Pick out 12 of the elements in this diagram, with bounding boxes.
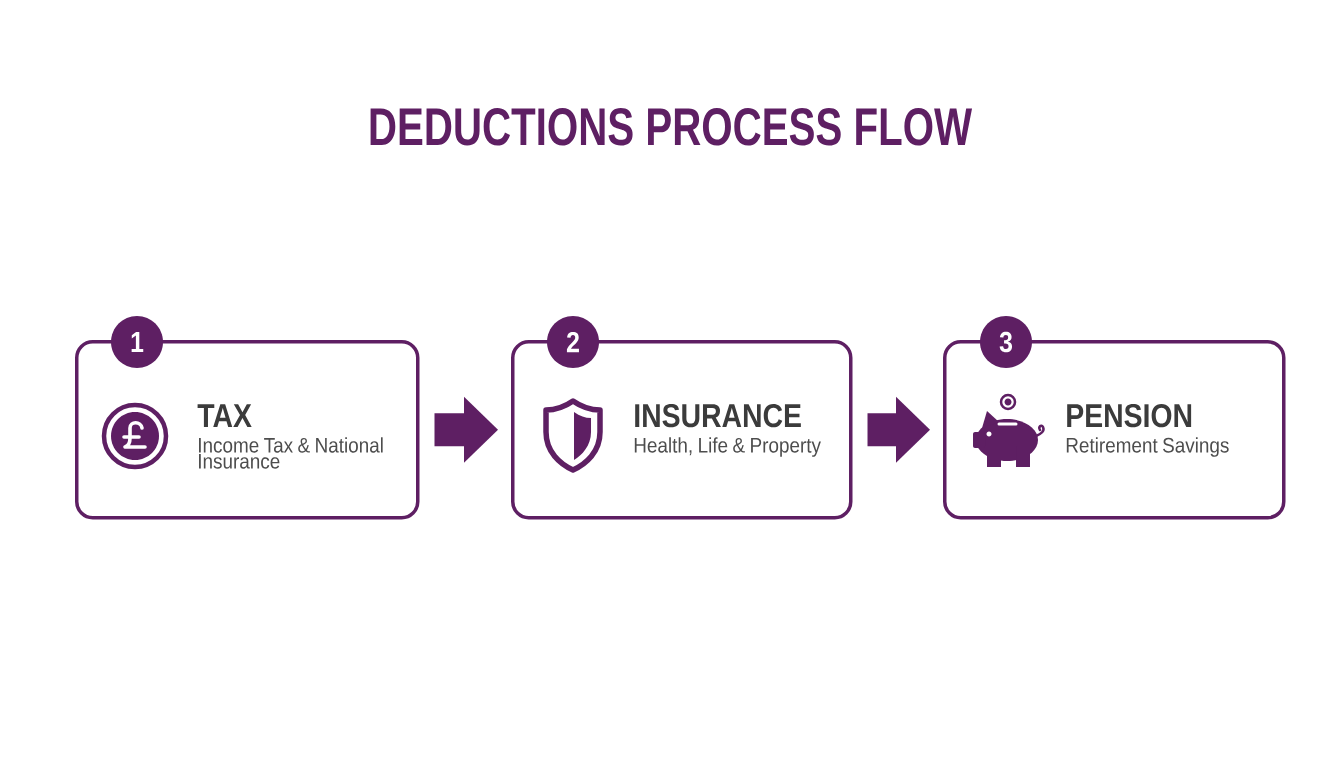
- title: DEDUCTIONS PROCESS FLOW: [370, 108, 973, 146]
- number-badge: 3: [980, 316, 1032, 368]
- step-description: Health, Life & Property: [634, 437, 821, 457]
- arrow: [434, 396, 498, 463]
- number-badge: 2: [547, 316, 599, 368]
- step-title: PENSION: [1067, 403, 1192, 428]
- step-title: TAX: [197, 404, 252, 427]
- number-badge: 1: [111, 316, 163, 368]
- step-title: INSURANCE: [635, 403, 801, 428]
- step-description: Income Tax & National Insurance: [199, 437, 383, 469]
- step-description: Retirement Savings: [1066, 437, 1229, 457]
- arrow: [867, 396, 930, 463]
